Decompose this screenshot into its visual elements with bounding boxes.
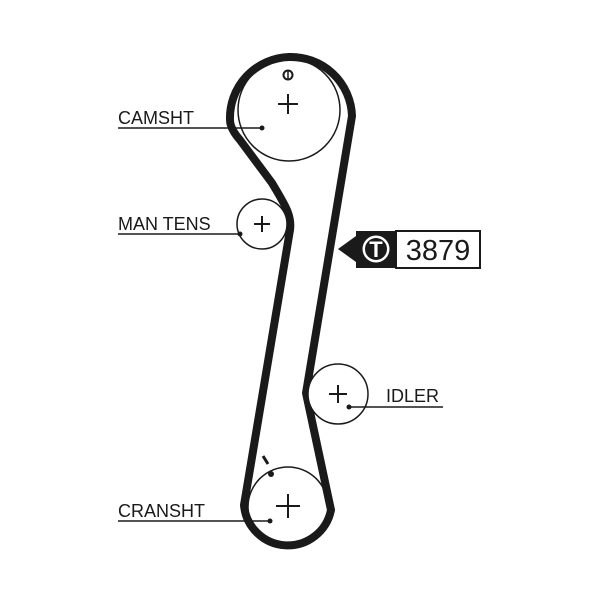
part-number-badge: T 3879 bbox=[338, 230, 481, 269]
camshaft-center-crosshair-icon bbox=[278, 94, 298, 114]
part-number: 3879 bbox=[406, 235, 471, 267]
crankshaft-center-crosshair-icon bbox=[276, 494, 300, 518]
camshaft-timing-mark-icon bbox=[282, 69, 294, 81]
idler-center-crosshair-icon bbox=[329, 385, 347, 403]
crankshaft-pulley bbox=[247, 466, 329, 548]
timing-belt bbox=[225, 53, 356, 550]
idler-label: IDLER bbox=[386, 386, 439, 406]
tensioner-center-crosshair-icon bbox=[254, 216, 270, 232]
badge-icon-letter: T bbox=[369, 237, 383, 262]
camshaft-label: CAMSHT bbox=[118, 108, 194, 128]
camshaft-pulley bbox=[237, 58, 341, 162]
manual-tensioner-label: MAN TENS bbox=[118, 214, 211, 234]
crankshaft-timing-mark-icon bbox=[261, 455, 274, 477]
crankshaft-label: CRANSHT bbox=[118, 501, 205, 521]
